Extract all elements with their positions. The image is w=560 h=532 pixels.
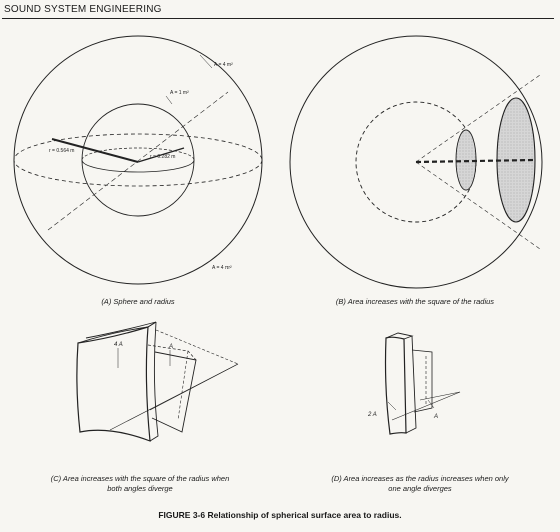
figure-title: FIGURE 3-6 Relationship of spherical sur… <box>158 510 402 520</box>
panel-c-diagram <box>76 321 239 442</box>
caption-c-line1: (C) Area increases with the square of th… <box>50 474 230 483</box>
caption-c: (C) Area increases with the square of th… <box>20 474 260 494</box>
small-box <box>411 349 433 413</box>
caption-b: (B) Area increases with the square of th… <box>335 297 495 306</box>
inner-area-leader <box>165 95 173 105</box>
large-depth-right <box>149 321 159 442</box>
large-depth-line <box>147 321 157 328</box>
outer-equator <box>13 133 263 187</box>
inner-sphere <box>81 103 195 217</box>
large-face-top <box>77 321 157 344</box>
cone-lower-line <box>415 161 541 250</box>
panel-d-diagram <box>384 332 461 435</box>
ray-d-1 <box>391 391 461 421</box>
ray-d-2 <box>419 391 461 401</box>
area-formula-label: A = 4 πr² <box>212 265 232 271</box>
caption-d-line2: one angle diverges <box>388 484 452 493</box>
label-4a: 4 A <box>114 342 123 348</box>
running-header: SOUND SYSTEM ENGINEERING <box>4 4 162 15</box>
panel-b-diagram <box>289 35 543 289</box>
inner-radius-line <box>137 147 185 163</box>
inner-radius-label: r = 0.282 m <box>150 154 175 160</box>
label-a-c: A <box>168 344 173 350</box>
label-a-d: A <box>433 414 438 420</box>
cone-upper-line <box>415 74 541 163</box>
header-rule <box>2 18 554 19</box>
outer-sphere <box>13 35 263 285</box>
inner-area-label: A = 1 m² <box>170 90 189 96</box>
tall-face-side <box>405 335 417 434</box>
caption-d-line1: (D) Area increases as the radius increas… <box>331 474 509 483</box>
caption-d: (D) Area increases as the radius increas… <box>300 474 540 494</box>
caption-a: (A) Sphere and radius <box>101 297 175 306</box>
caption-c-line2: both angles diverge <box>107 484 173 493</box>
outer-radius-label: r = 0.564 m <box>49 148 74 154</box>
radius-dashed-line <box>415 158 535 164</box>
panel-a-diagram <box>13 35 263 285</box>
label-2a: 2 A <box>367 412 377 418</box>
outer-sphere-b <box>289 35 543 289</box>
small-face <box>151 351 197 433</box>
outer-area-label: A = 4 m² <box>214 62 233 68</box>
leader-a-d <box>427 399 435 409</box>
small-face-edge <box>177 350 189 421</box>
tall-face-top <box>385 332 414 340</box>
tall-face-front <box>384 336 407 435</box>
outer-area-leader <box>199 54 213 69</box>
ray-2 <box>149 363 239 411</box>
leader-2a <box>387 401 397 411</box>
outer-radius-line <box>51 138 139 163</box>
inner-equator-front <box>81 159 195 173</box>
